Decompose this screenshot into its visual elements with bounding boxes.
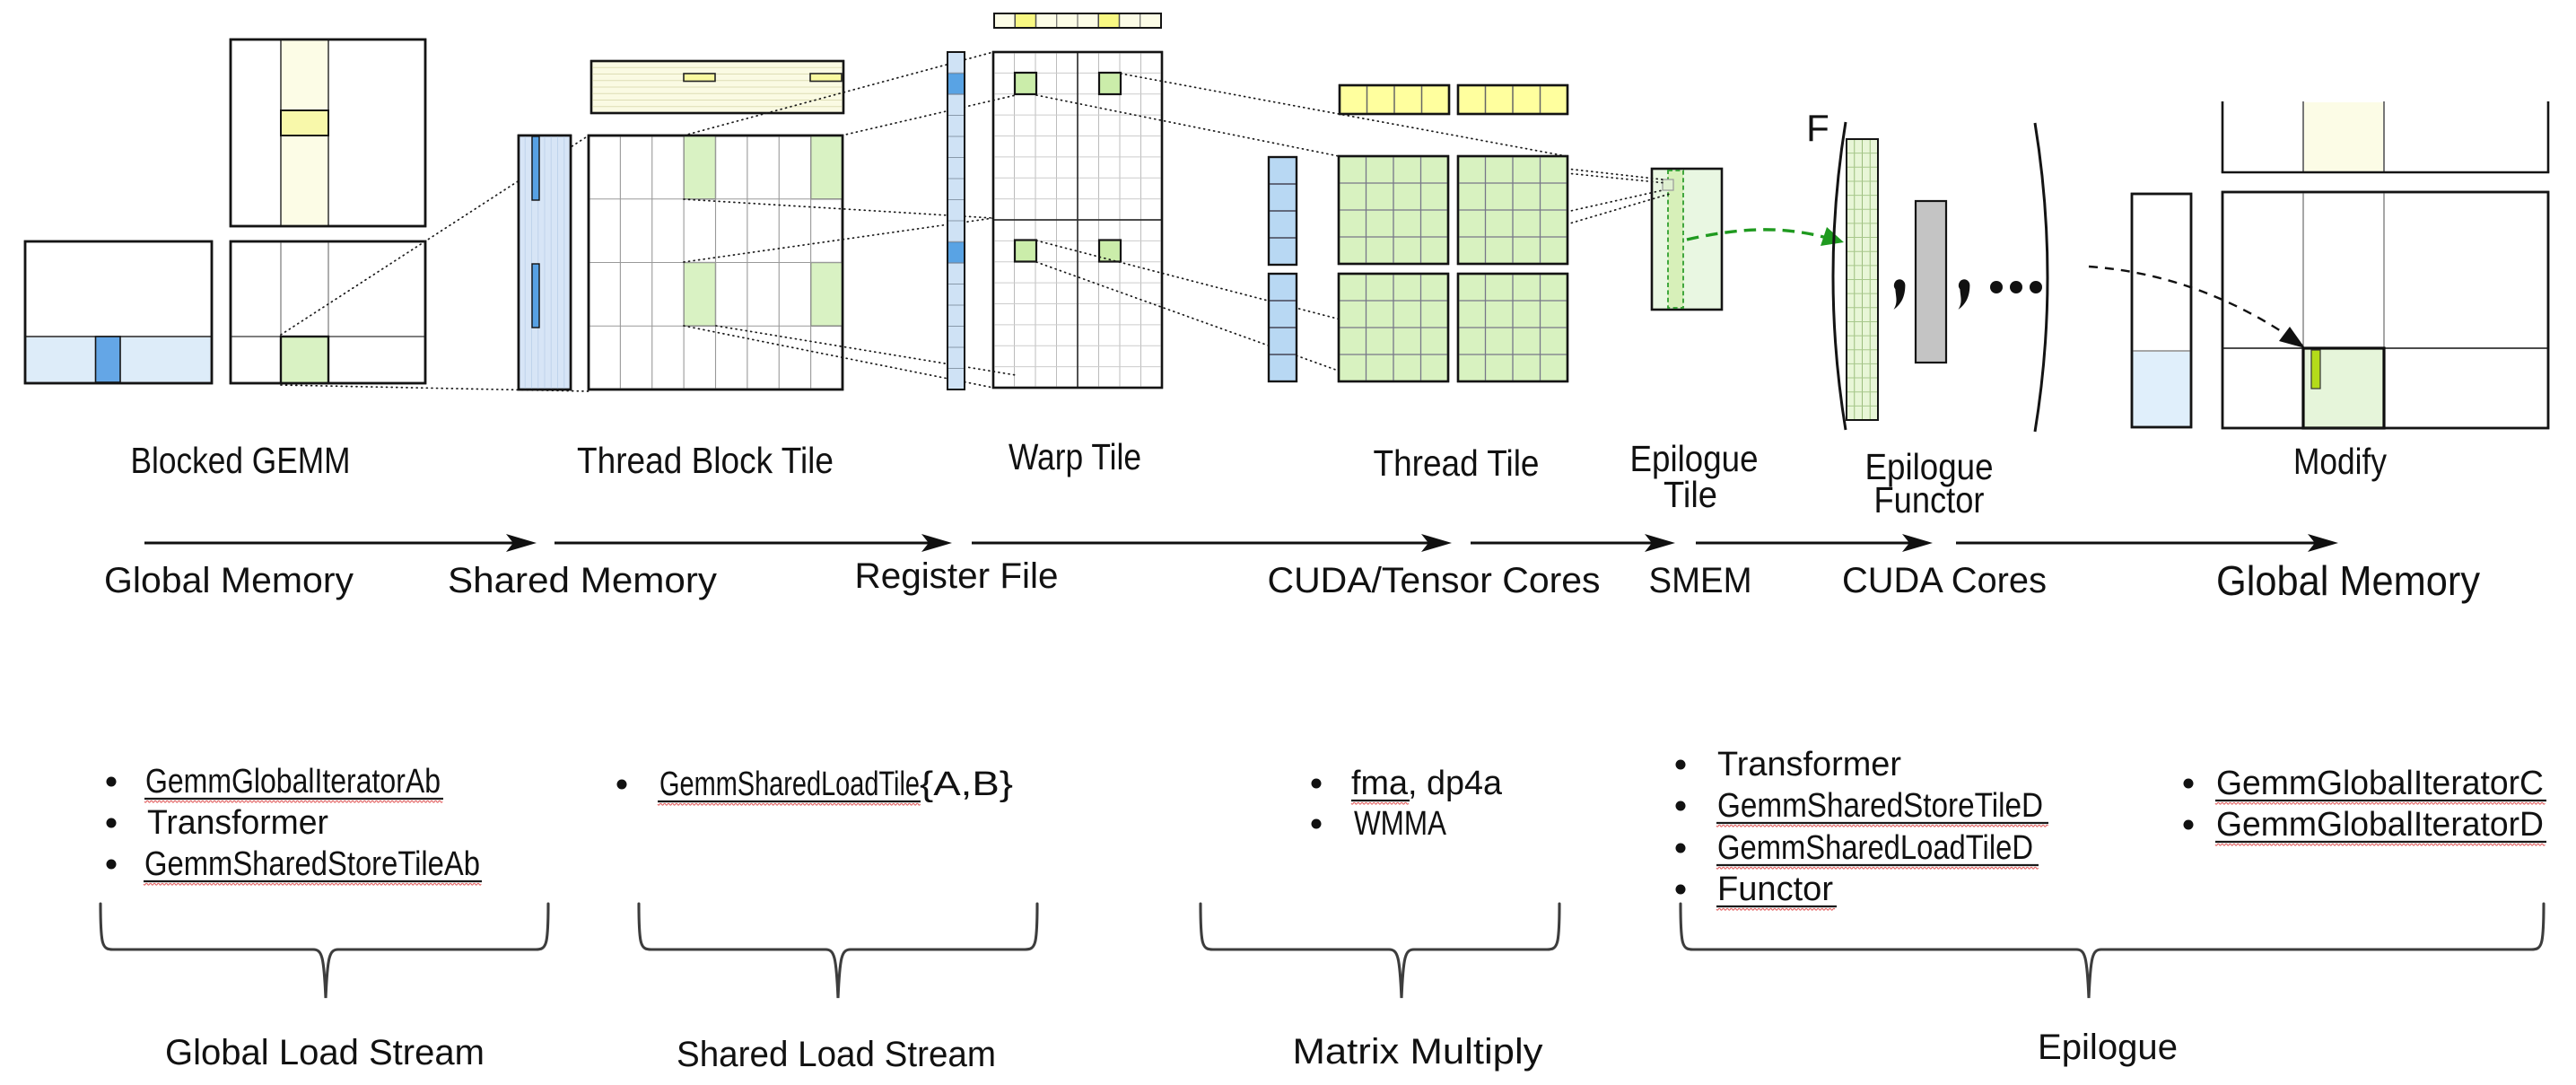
svg-text:Warp Tile: Warp Tile — [1009, 436, 1141, 477]
svg-text:GemmSharedLoadTileD: GemmSharedLoadTileD — [1717, 829, 2033, 867]
svg-text:F: F — [1806, 107, 1829, 149]
svg-text:Functor: Functor — [1717, 871, 1833, 908]
svg-text:Thread Tile: Thread Tile — [1374, 442, 1540, 484]
svg-text:GemmGlobalIteratorC: GemmGlobalIteratorC — [2216, 765, 2544, 802]
svg-text:Shared Memory: Shared Memory — [448, 561, 717, 600]
svg-text:Blocked GEMM: Blocked GEMM — [131, 440, 351, 481]
svg-text:CUDA Cores: CUDA Cores — [1842, 561, 2047, 600]
svg-text:Thread Block Tile: Thread Block Tile — [577, 440, 834, 481]
svg-text:Global Memory: Global Memory — [104, 561, 354, 600]
svg-text:Epilogue: Epilogue — [2038, 1028, 2178, 1067]
svg-text:fma, dp4a: fma, dp4a — [1351, 765, 1503, 802]
svg-text:GemmGlobalIteratorD: GemmGlobalIteratorD — [2216, 806, 2544, 844]
svg-text:GemmSharedStoreTileD: GemmSharedStoreTileD — [1717, 787, 2043, 825]
svg-text:Transformer: Transformer — [147, 804, 328, 842]
svg-text:CUDA/Tensor Cores: CUDA/Tensor Cores — [1268, 561, 1601, 600]
svg-text:GemmGlobalIteratorAb: GemmGlobalIteratorAb — [145, 763, 441, 801]
svg-text:Transformer: Transformer — [1717, 746, 1901, 783]
svg-text:Epilogue: Epilogue — [1630, 438, 1759, 479]
svg-text:{A,B}: {A,B} — [920, 766, 1013, 803]
svg-text:Modify: Modify — [2293, 441, 2387, 482]
svg-text:GemmSharedLoadTile: GemmSharedLoadTile — [659, 766, 920, 803]
svg-text:Tile: Tile — [1663, 474, 1717, 515]
svg-text:Global Memory: Global Memory — [2216, 557, 2480, 604]
svg-text:WMMA: WMMA — [1354, 805, 1447, 843]
svg-text:Global Load Stream: Global Load Stream — [165, 1033, 485, 1072]
svg-text:Register File: Register File — [855, 556, 1059, 596]
svg-text:Epilogue: Epilogue — [1865, 446, 1994, 487]
svg-text:SMEM: SMEM — [1649, 561, 1752, 600]
svg-text:Shared Load Stream: Shared Load Stream — [677, 1035, 996, 1074]
svg-text:Matrix Multiply: Matrix Multiply — [1293, 1032, 1543, 1072]
svg-text:GemmSharedStoreTileAb: GemmSharedStoreTileAb — [144, 845, 480, 883]
svg-text:Functor: Functor — [1874, 479, 1985, 521]
